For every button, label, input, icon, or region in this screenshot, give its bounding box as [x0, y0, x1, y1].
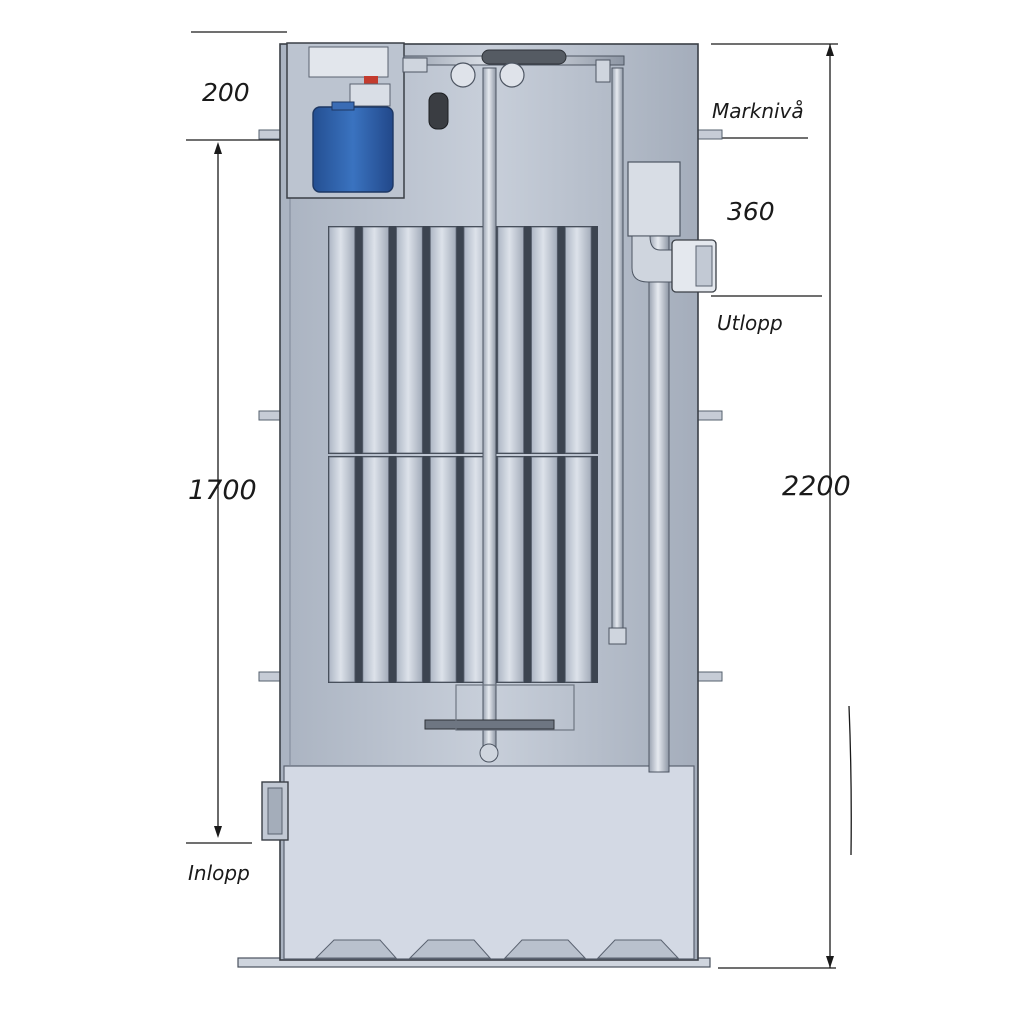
- top-pipework: [402, 49, 625, 88]
- dim-2200: 2200: [782, 471, 851, 502]
- lamella-modules: [328, 226, 598, 683]
- module-support: [455, 684, 575, 731]
- return-pipe: [611, 67, 624, 639]
- control-unit: [308, 46, 389, 78]
- dimension-arrows: [214, 44, 834, 968]
- dim-360: 360: [727, 197, 775, 226]
- outlet-assembly: [627, 161, 717, 773]
- lamella-tube: [429, 456, 457, 683]
- lamella-tube: [497, 226, 524, 454]
- return-pipe-end: [608, 627, 627, 645]
- label-inlet: Inlopp: [188, 861, 250, 885]
- aerator-disc: [424, 719, 555, 730]
- inlet-pipe: [261, 781, 289, 841]
- dimension-lines: [186, 31, 852, 969]
- lamella-tube: [362, 226, 389, 454]
- lamella-tube: [328, 456, 356, 683]
- sludge-chamber: [283, 765, 695, 960]
- lamella-tube: [497, 456, 524, 683]
- chemical-container: [312, 101, 394, 193]
- label-ground-level: Marknivå: [712, 99, 804, 123]
- lamella-tube: [564, 456, 592, 683]
- lamella-tube: [396, 456, 423, 683]
- bottom-cones: [314, 939, 680, 959]
- lamella-tube: [328, 226, 356, 454]
- air-valve: [428, 92, 449, 130]
- control-unit-red-part: [364, 76, 378, 84]
- dim-200: 200: [202, 78, 250, 107]
- dim-1700: 1700: [188, 475, 257, 506]
- label-outlet: Utlopp: [717, 311, 783, 335]
- dosing-unit: [349, 83, 391, 107]
- lamella-tube: [564, 226, 592, 454]
- lamella-tube: [362, 456, 389, 683]
- central-pipe: [479, 67, 499, 763]
- lamella-tube: [531, 226, 558, 454]
- lamella-tube: [531, 456, 558, 683]
- lamella-tube: [396, 226, 423, 454]
- lamella-tube: [429, 226, 457, 454]
